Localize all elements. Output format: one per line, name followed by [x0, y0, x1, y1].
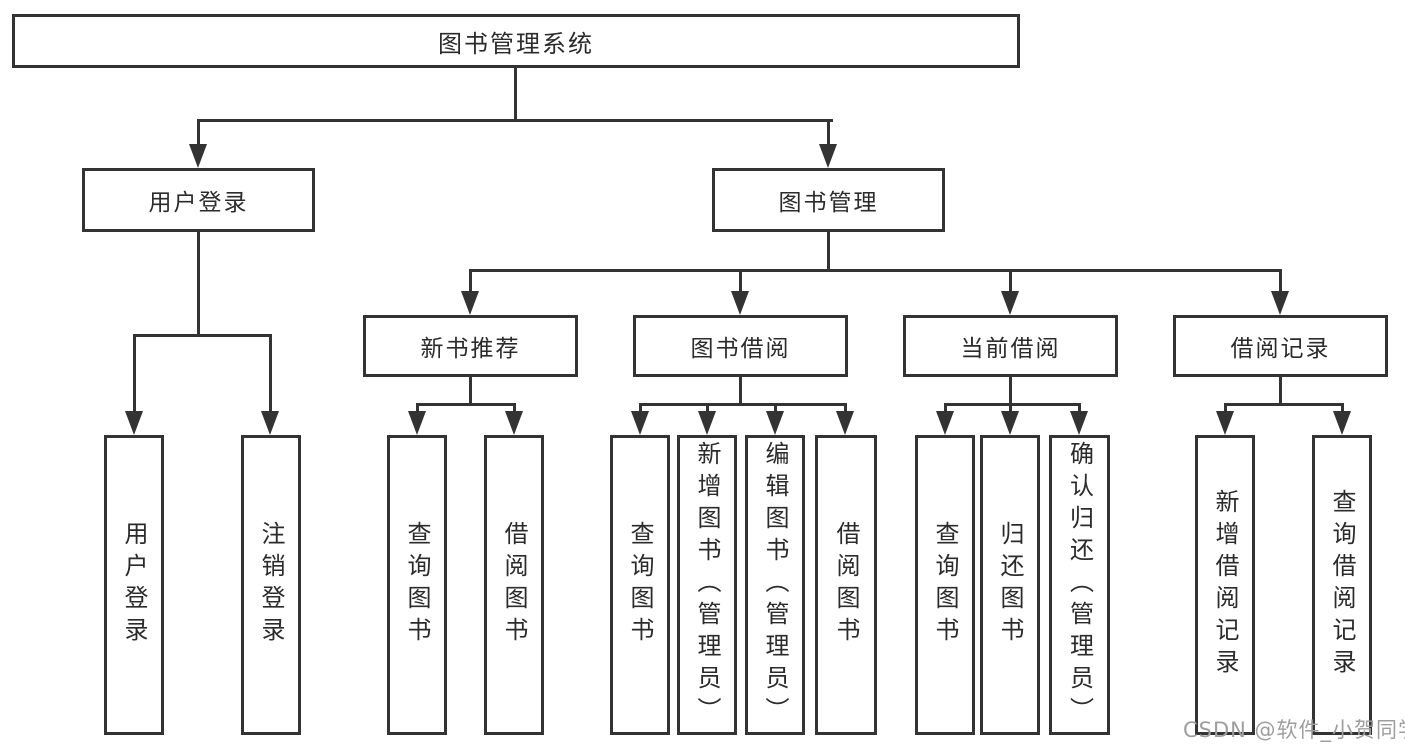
node-label: 图书管理 [778, 190, 879, 216]
connector-line [827, 119, 830, 146]
node-book-management: 图书管理 [712, 168, 945, 232]
node-label: 查询图书 [403, 521, 431, 649]
arrow-down-icon [189, 144, 207, 168]
connector-line [513, 403, 516, 413]
node-new-book-recommend: 新书推荐 [363, 315, 578, 377]
connector-line [739, 269, 742, 295]
connector-line [1224, 403, 1227, 413]
node-label: 图书借阅 [690, 336, 791, 362]
node-label: 编辑图书（管理员） [761, 441, 789, 729]
arrow-down-icon [819, 144, 837, 168]
node-label: 新增图书（管理员） [693, 441, 721, 729]
connector-line [739, 377, 742, 406]
node-label: 查询借阅记录 [1328, 489, 1356, 681]
connector-line [1009, 269, 1012, 295]
node-label: 借阅图书 [832, 521, 860, 649]
connector-line [944, 403, 1081, 406]
connector-line [469, 269, 472, 295]
leaf-logout: 注销登录 [241, 435, 301, 735]
node-label: 借阅记录 [1230, 336, 1331, 362]
connector-line [269, 334, 272, 413]
arrow-down-icon [261, 411, 279, 435]
connector-line [1279, 377, 1282, 406]
node-current-borrow: 当前借阅 [903, 315, 1118, 377]
connector-line [774, 403, 777, 413]
leaf-query-books-borrow: 查询图书 [610, 435, 670, 735]
leaf-query-borrow-record: 查询借阅记录 [1312, 435, 1372, 735]
leaf-user-login: 用户登录 [104, 435, 164, 735]
connector-line [639, 403, 847, 406]
leaf-confirm-return-admin: 确认归还（管理员） [1049, 435, 1110, 735]
node-label: 新增借阅记录 [1211, 489, 1239, 681]
csdn-watermark: CSDN @软件_小贺同学 [1183, 718, 1405, 742]
arrow-down-icon [936, 411, 954, 435]
connector-line [1279, 269, 1282, 295]
leaf-add-borrow-record: 新增借阅记录 [1195, 435, 1255, 735]
connector-line [469, 269, 1282, 272]
connector-line [197, 119, 833, 122]
node-label: 新书推荐 [420, 336, 521, 362]
leaf-borrow-books-recommend: 借阅图书 [484, 435, 544, 735]
leaf-query-books-current: 查询图书 [915, 435, 975, 735]
arrow-down-icon [1001, 291, 1019, 315]
connector-line [706, 403, 709, 413]
connector-line [944, 403, 947, 413]
arrow-down-icon [1333, 411, 1351, 435]
connector-line [827, 232, 830, 272]
leaf-borrow-books: 借阅图书 [815, 435, 877, 735]
connector-line [1009, 403, 1012, 413]
node-library-management-system: 图书管理系统 [12, 14, 1020, 68]
connector-line [133, 334, 136, 413]
connector-line [1078, 403, 1081, 413]
connector-line [197, 232, 200, 337]
node-book-borrow: 图书借阅 [633, 315, 848, 377]
connector-line [1009, 377, 1012, 406]
arrow-down-icon [836, 411, 854, 435]
connector-line [416, 403, 516, 406]
connector-line [844, 403, 847, 413]
connector-line [639, 403, 642, 413]
node-label: 归还图书 [996, 521, 1024, 649]
arrow-down-icon [1070, 411, 1088, 435]
node-borrow-records: 借阅记录 [1173, 315, 1388, 377]
leaf-query-books-recommend: 查询图书 [387, 435, 447, 735]
arrow-down-icon [631, 411, 649, 435]
connector-line [514, 68, 517, 122]
arrow-down-icon [1271, 291, 1289, 315]
arrow-down-icon [505, 411, 523, 435]
node-label: 用户登录 [148, 190, 249, 216]
node-label: 注销登录 [257, 521, 285, 649]
node-label: 查询图书 [626, 521, 654, 649]
arrow-down-icon [461, 291, 479, 315]
connector-line [416, 403, 419, 413]
leaf-add-books-admin: 新增图书（管理员） [677, 435, 737, 735]
node-user-login: 用户登录 [82, 168, 315, 232]
arrow-down-icon [408, 411, 426, 435]
arrow-down-icon [1001, 411, 1019, 435]
arrow-down-icon [1216, 411, 1234, 435]
connector-line [133, 334, 272, 337]
arrow-down-icon [731, 291, 749, 315]
arrow-down-icon [698, 411, 716, 435]
node-label: 确认归还（管理员） [1065, 441, 1094, 729]
connector-line [1224, 403, 1344, 406]
node-label: 借阅图书 [500, 521, 528, 649]
connector-line [469, 377, 472, 406]
arrow-down-icon [125, 411, 143, 435]
connector-line [197, 119, 200, 146]
leaf-edit-books-admin: 编辑图书（管理员） [745, 435, 805, 735]
leaf-return-books: 归还图书 [980, 435, 1040, 735]
connector-line [1341, 403, 1344, 413]
arrow-down-icon [766, 411, 784, 435]
node-label: 当前借阅 [960, 336, 1061, 362]
node-label: 图书管理系统 [438, 29, 594, 58]
node-label: 用户登录 [120, 521, 148, 649]
node-label: 查询图书 [931, 521, 959, 649]
